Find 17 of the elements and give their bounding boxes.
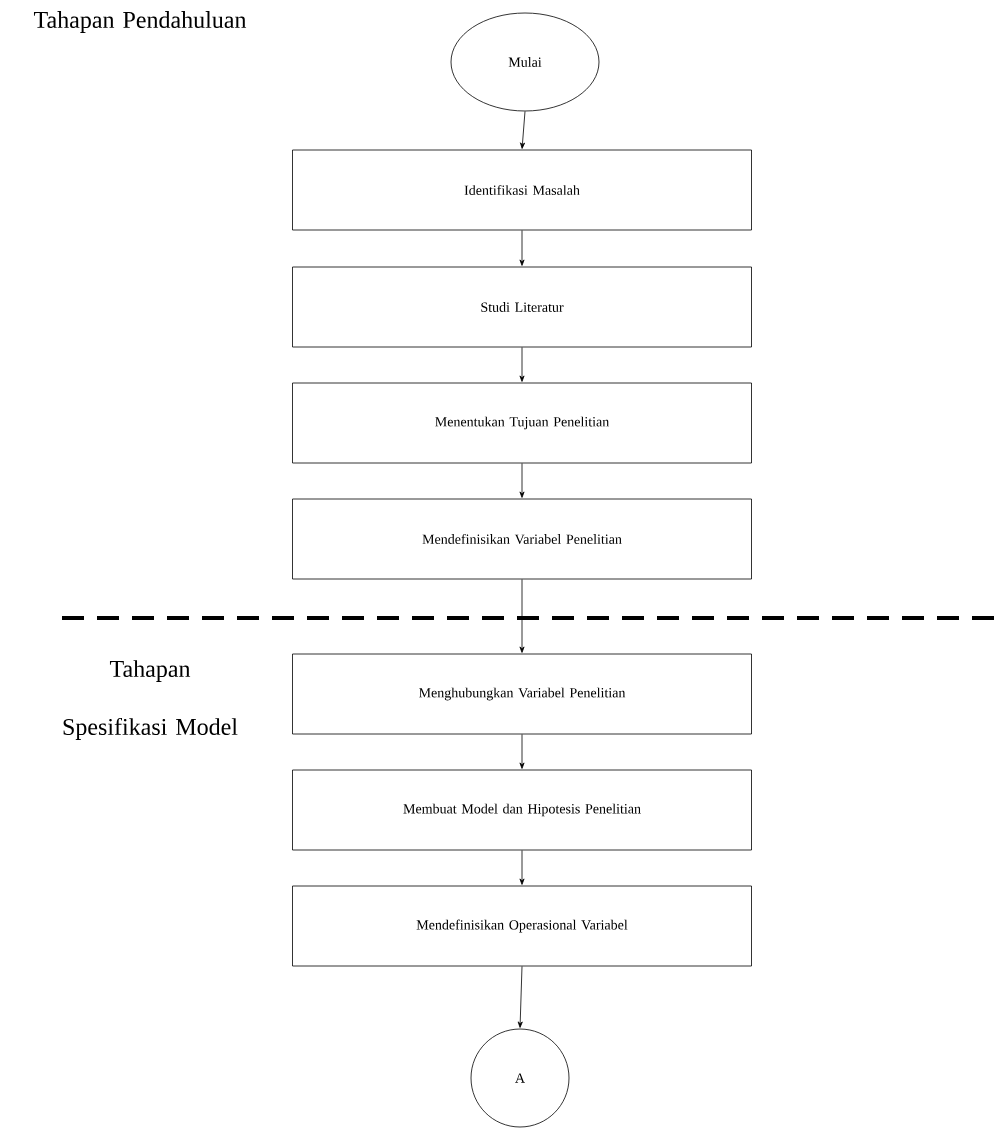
arrow — [519, 347, 525, 382]
arrow — [519, 230, 525, 266]
stage-label: Tahapan Pendahuluan — [34, 11, 247, 33]
process-box: Menghubungkan Variabel Penelitian — [292, 653, 752, 735]
arrow — [519, 734, 525, 769]
arrow — [520, 111, 526, 149]
arrow — [519, 463, 525, 498]
process-box: Mendefinisikan Operasional Variabel — [292, 885, 752, 967]
arrow — [519, 850, 525, 885]
arrow — [517, 966, 523, 1028]
process-box: Mendefinisikan Variabel Penelitian — [292, 498, 752, 580]
process-box: Identifikasi Masalah — [292, 149, 752, 231]
process-box: Membuat Model dan Hipotesis Penelitian — [292, 769, 752, 851]
process-box: Menentukan Tujuan Penelitian — [292, 382, 752, 464]
process-box: Studi Literatur — [292, 266, 752, 348]
arrow — [519, 579, 525, 653]
stage-label: Tahapan Spesifikasi Model — [63, 660, 238, 740]
